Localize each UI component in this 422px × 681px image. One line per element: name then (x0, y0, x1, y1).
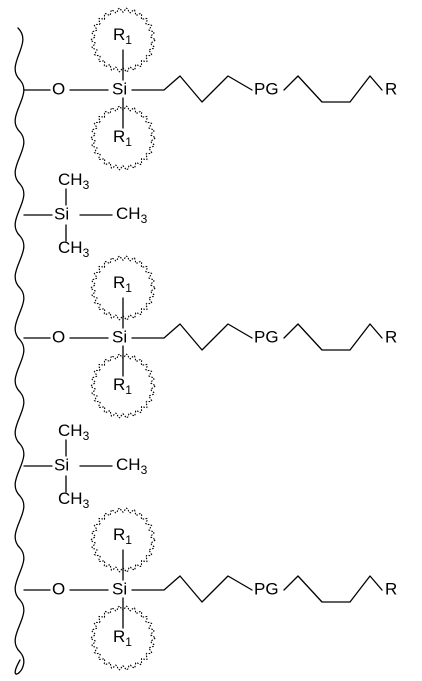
substituent-label: R1 (113, 127, 132, 149)
methyl-label: CH3 (58, 170, 90, 192)
methyl-label: CH3 (116, 455, 148, 477)
oxygen-label: O (52, 579, 65, 598)
terminal-group-label: R (385, 79, 397, 98)
oxygen-label: O (52, 327, 65, 346)
propyl-linker (131, 323, 253, 351)
substituent-label: R1 (113, 525, 132, 547)
propyl-linker (131, 575, 253, 603)
substituent-label: R1 (113, 627, 132, 649)
methyl-label: CH3 (58, 238, 90, 260)
propyl-linker (283, 575, 383, 603)
substituent-circle (89, 507, 157, 573)
propyl-linker (131, 75, 253, 103)
substituent-circle (89, 105, 157, 171)
oxygen-label: O (52, 79, 65, 98)
propyl-linker (283, 323, 383, 351)
methyl-label: CH3 (58, 489, 90, 511)
linker-group-label: PG (254, 579, 279, 598)
substituent-label: R1 (113, 273, 132, 295)
linker-group-label: PG (254, 327, 279, 346)
linker-group-label: PG (254, 79, 279, 98)
silicon-label: Si (54, 455, 69, 474)
methyl-label: CH3 (116, 204, 148, 226)
substituent-circle (89, 353, 157, 419)
silicon-label: Si (112, 79, 127, 98)
silicon-label: Si (112, 579, 127, 598)
methyl-label: CH3 (58, 421, 90, 443)
silicon-label: Si (112, 327, 127, 346)
terminal-group-label: R (385, 327, 397, 346)
propyl-linker (283, 75, 383, 103)
substituent-circle (89, 7, 157, 73)
silicon-label: Si (54, 204, 69, 223)
polymer-backbone (14, 27, 25, 675)
substituent-circle (89, 605, 157, 671)
substituent-circle (89, 255, 157, 321)
substituent-label: R1 (113, 25, 132, 47)
terminal-group-label: R (385, 579, 397, 598)
substituent-label: R1 (113, 375, 132, 397)
